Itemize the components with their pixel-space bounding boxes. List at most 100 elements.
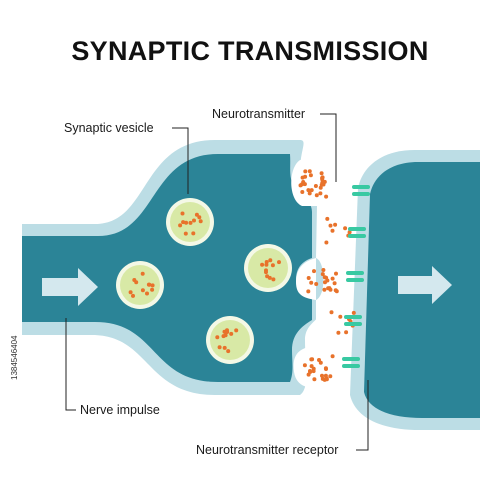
label-neurotransmitter-receptor: Neurotransmitter receptor: [196, 443, 339, 457]
neurotransmitter-dot: [321, 268, 326, 272]
release-site: [296, 258, 316, 300]
label-nerve-impulse: Nerve impulse: [80, 403, 160, 417]
neurotransmitter-dot: [306, 188, 311, 193]
neurotransmitter-dot: [264, 270, 268, 275]
neurotransmitter-dot: [323, 366, 328, 371]
neurotransmitter-dot: [197, 215, 202, 220]
neurotransmitter-dot: [344, 330, 349, 335]
neurotransmitter-dot: [300, 190, 305, 194]
neurotransmitter-dot: [234, 328, 239, 333]
neurotransmitter-dot: [313, 184, 318, 188]
neurotransmitter-dot: [306, 372, 311, 377]
neurotransmitter-dot: [323, 373, 328, 378]
neurotransmitter-dot: [310, 357, 315, 362]
neurotransmitter-dot: [300, 175, 305, 180]
neurotransmitter-dot: [268, 258, 273, 263]
watermark-id: 1384546404: [10, 335, 19, 381]
neurotransmitter-dot: [132, 278, 137, 282]
neurotransmitter-dot: [226, 349, 231, 354]
leader-nerve-impulse: [65, 318, 76, 411]
neurotransmitter-dot: [128, 290, 133, 295]
neurotransmitter-dot: [334, 271, 338, 276]
neurotransmitter-dot: [267, 275, 272, 280]
diagram-title: SYNAPTIC TRANSMISSION: [71, 36, 429, 66]
neurotransmitter-dot: [314, 193, 319, 198]
neurotransmitter-receptor: [352, 185, 370, 196]
neurotransmitter-dot: [314, 282, 319, 286]
neurotransmitter-dot: [188, 220, 193, 225]
neurotransmitter-receptor: [342, 357, 360, 368]
neurotransmitter-receptor: [344, 315, 362, 326]
neurotransmitter-dot: [306, 276, 311, 280]
neurotransmitter-dot: [307, 191, 312, 196]
neurotransmitter-dot: [150, 283, 155, 288]
neurotransmitter-dot: [145, 291, 149, 296]
neurotransmitter-dot: [260, 262, 265, 267]
neurotransmitter-dot: [318, 360, 323, 365]
neurotransmitter-dot: [347, 230, 352, 235]
impulse-arrow: [42, 268, 98, 306]
neurotransmitter-dot: [306, 289, 311, 294]
neurotransmitter-dot: [192, 218, 196, 223]
synaptic-cleft: [316, 154, 352, 400]
synaptic-vesicle: [116, 261, 164, 309]
neurotransmitter-dot: [330, 228, 335, 233]
neurotransmitter-dot: [320, 373, 324, 378]
synaptic-vesicle: [166, 198, 214, 246]
synaptic-vesicle: [244, 244, 292, 292]
synaptic-vesicle: [206, 316, 254, 364]
neurotransmitter-dot: [277, 260, 281, 265]
neurotransmitter-dot: [329, 310, 334, 315]
neurotransmitter-dot: [146, 282, 151, 287]
neurotransmitter-dot: [309, 188, 314, 193]
leader-neurotransmitter: [320, 113, 337, 182]
neurotransmitter-dot: [320, 272, 325, 277]
neurotransmitter-dot: [131, 293, 135, 298]
neurotransmitter-dot: [324, 275, 329, 280]
neurotransmitter-dot: [318, 191, 323, 196]
neurotransmitter-dot: [319, 171, 324, 176]
neurotransmitter-dot: [302, 363, 307, 368]
neurotransmitter-receptor: [348, 227, 366, 238]
neurotransmitter-dot: [324, 194, 329, 199]
neurotransmitter-dot: [320, 180, 325, 185]
neurotransmitter-dot: [307, 169, 312, 174]
neurotransmitter-dot: [180, 211, 185, 216]
neurotransmitter-dot: [351, 310, 356, 315]
neurotransmitter-dot: [312, 269, 316, 274]
neurotransmitter-dot: [264, 262, 269, 267]
neurotransmitter-dot: [328, 223, 333, 228]
neurotransmitter-dot: [320, 176, 325, 180]
neurotransmitter-dot: [215, 335, 220, 340]
neurotransmitter-dot: [222, 345, 227, 350]
outgoing-arrow: [398, 266, 452, 304]
neurotransmitter-dot: [301, 180, 306, 184]
neurotransmitter-dot: [330, 354, 335, 359]
neurotransmitter-dot: [325, 216, 330, 221]
neurotransmitter-receptor: [346, 271, 364, 282]
neurotransmitter-dot: [320, 376, 325, 381]
label-synaptic-vesicle: Synaptic vesicle: [64, 121, 154, 135]
neurotransmitter-dot: [183, 231, 188, 236]
neurotransmitter-dot: [333, 222, 338, 227]
neurotransmitter-dot: [343, 226, 348, 231]
neurotransmitter-dot: [328, 374, 333, 379]
neurotransmitter-dot: [181, 220, 186, 225]
neurotransmitter-dot: [194, 212, 199, 217]
neurotransmitter-dot: [322, 287, 327, 292]
neurotransmitter-dot: [229, 331, 234, 336]
neurotransmitter-dot: [324, 240, 329, 245]
neurotransmitter-dot: [333, 288, 338, 293]
neurotransmitter-dot: [312, 377, 317, 382]
neurotransmitter-dot: [150, 287, 155, 292]
neurotransmitter-dot: [140, 288, 145, 293]
neurotransmitter-dot: [326, 286, 331, 291]
neurotransmitter-dot: [332, 281, 337, 286]
neurotransmitter-dot: [309, 280, 314, 285]
neurotransmitter-dot: [308, 369, 312, 373]
neurotransmitter-dot: [308, 173, 313, 178]
neurotransmitter-dot: [225, 330, 230, 334]
neurotransmitter-dot: [323, 280, 327, 285]
label-neurotransmitter: Neurotransmitter: [212, 107, 306, 121]
